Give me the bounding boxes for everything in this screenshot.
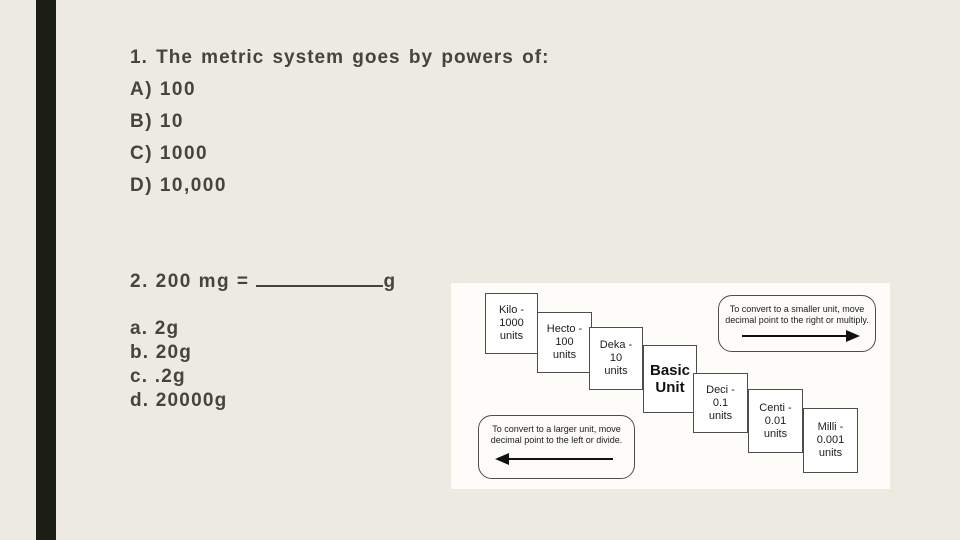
diagram-step-milli: Milli - 0.001 units [803,408,858,473]
question2-prompt: 2. 200 mg = g [130,271,397,293]
diagram-step-kilo: Kilo - 1000 units [485,293,538,354]
diagram-step-hecto: Hecto - 100 units [537,312,592,373]
answer-blank [256,283,384,287]
metric-conversion-diagram: Kilo - 1000 units Hecto - 100 units Deka… [451,283,890,489]
question2-option: c. .2g [130,366,186,387]
diagram-step-basic-unit: Basic Unit [643,345,697,413]
question2-option: d. 20000g [130,390,228,411]
question2-prompt-text: 2. 200 mg = [130,271,250,292]
callout-convert-larger: To convert to a larger unit, move decima… [478,415,635,479]
diagram-step-deci: Deci - 0.1 units [693,373,748,433]
diagram-step-deka: Deka - 10 units [589,327,643,390]
callout-smaller-text: To convert to a smaller unit, move decim… [725,304,869,325]
diagram-step-centi: Centi - 0.01 units [748,389,803,453]
question2-options: a. 2g b. 20g c. .2g d. 20000g [130,317,227,413]
left-arrow-icon [495,453,613,465]
left-accent-bar [36,0,56,540]
callout-larger-text: To convert to a larger unit, move decima… [490,424,623,445]
question1-option: C) 1000 [130,143,209,164]
question1-option: D) 10,000 [130,175,227,196]
right-arrow-icon [742,330,860,342]
question2-option: a. 2g [130,318,180,339]
question1-option: B) 10 [130,111,184,132]
callout-convert-smaller: To convert to a smaller unit, move decim… [718,295,876,352]
question1-title: 1. The metric system goes by powers of: [130,47,550,68]
question2-option: b. 20g [130,342,193,363]
question1-options: A) 100 B) 10 C) 1000 D) 10,000 [130,74,227,202]
question1-option: A) 100 [130,79,197,100]
answer-unit-label: g [383,271,397,292]
